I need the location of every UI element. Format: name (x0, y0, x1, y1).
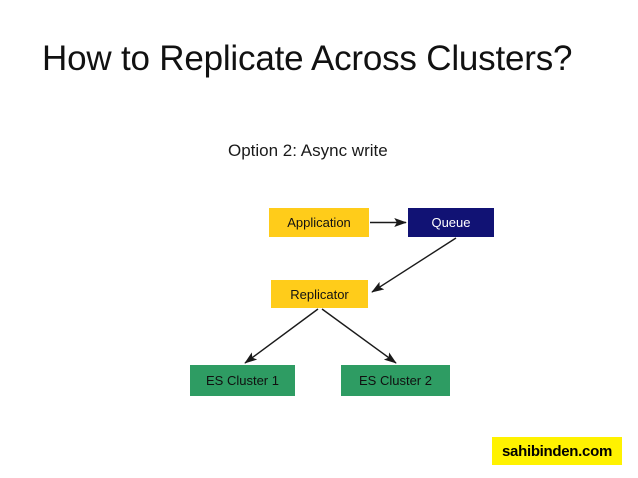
node-queue[interactable]: Queue (408, 208, 494, 237)
node-replicator[interactable]: Replicator (271, 280, 368, 308)
node-replicator-label: Replicator (290, 286, 349, 302)
sahibinden-logo: sahibinden.com (492, 437, 622, 465)
node-es-cluster-2-label: ES Cluster 2 (359, 373, 432, 388)
node-es-cluster-1[interactable]: ES Cluster 1 (190, 365, 295, 396)
edge-queue-to-replicator (371, 237, 457, 293)
edge-replicator-to-escluster2 (321, 308, 397, 364)
slide-subtitle: Option 2: Async write (228, 141, 388, 160)
node-application[interactable]: Application (269, 208, 369, 237)
node-es-cluster-1-label: ES Cluster 1 (206, 373, 279, 388)
node-queue-label: Queue (431, 215, 471, 230)
sahibinden-logo-text: sahibinden.com (502, 442, 612, 460)
edge-replicator-to-escluster1 (244, 308, 319, 364)
node-application-label: Application (287, 215, 351, 230)
node-es-cluster-2[interactable]: ES Cluster 2 (341, 365, 450, 396)
page-title: How to Replicate Across Clusters? (42, 39, 573, 78)
